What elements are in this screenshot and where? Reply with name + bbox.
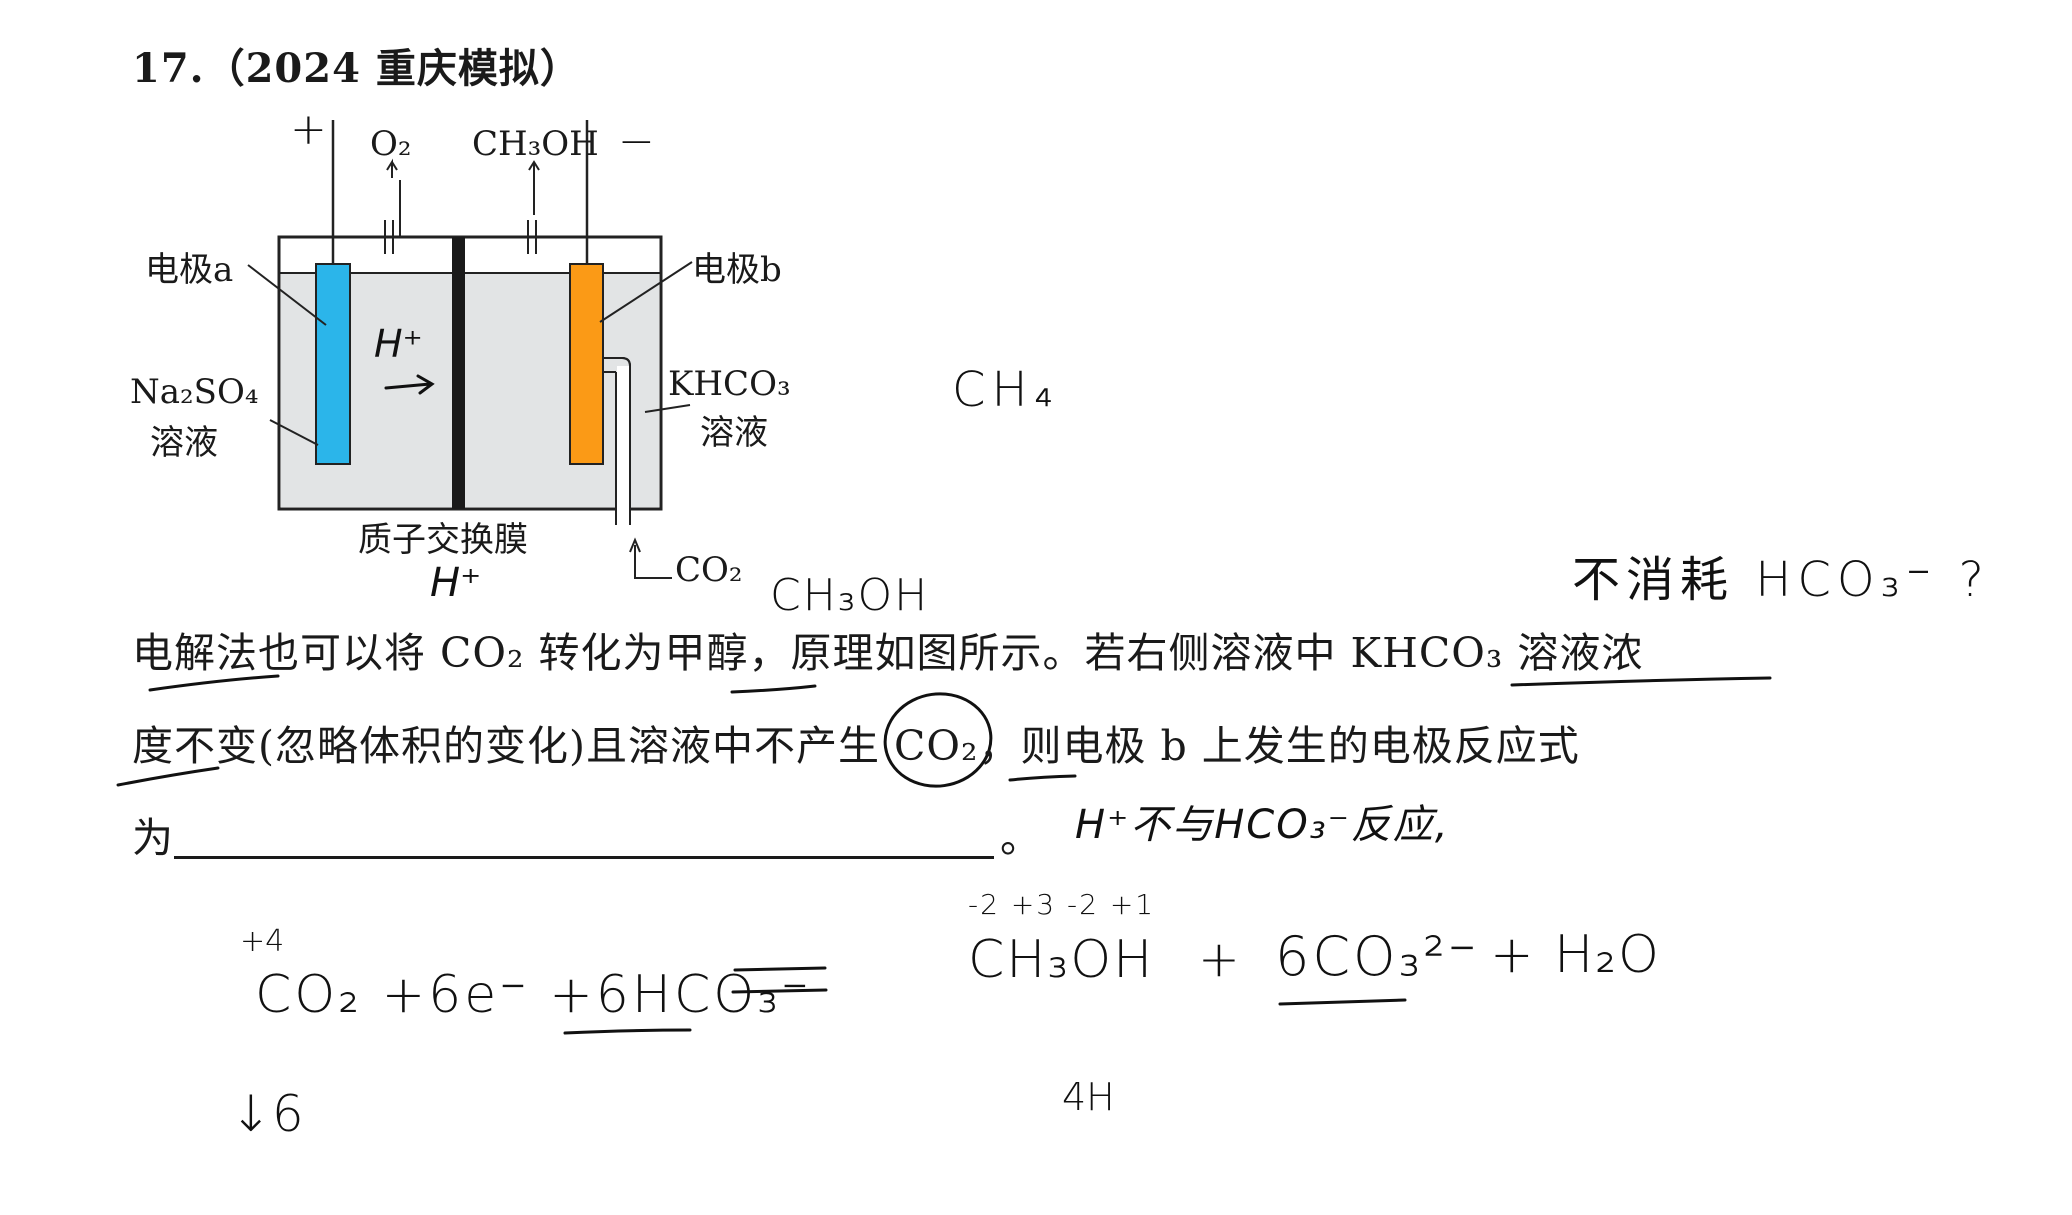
answer-suffix: 。 <box>1000 814 1042 862</box>
equation-product-methanol: CH₃OH <box>968 930 1155 990</box>
underline-electrolysis <box>148 674 280 692</box>
membrane-label: 质子交换膜 <box>358 520 528 560</box>
question-line-2: 度不变(忽略体积的变化)且溶液中不产生 CO₂，则电极 b 上发生的电极反应式 <box>132 722 1580 770</box>
ch3oh-outlet <box>500 160 560 254</box>
underline-co3 <box>1278 998 1407 1006</box>
equation-left-side: CO₂ +6e⁻ +6HCO₃⁻ <box>255 965 812 1025</box>
electrode-a-label: 电极a <box>145 250 234 290</box>
ch3oh-note: CH₃OH <box>770 570 930 621</box>
underline-concentration <box>116 766 220 787</box>
question-number: 17. <box>132 45 205 92</box>
note-below-left: ↓6 <box>230 1085 304 1143</box>
question-line-3: 为。 <box>132 818 1042 859</box>
eq-right-oxidation-states: -2 +3 -2 +1 <box>968 888 1156 921</box>
leader-right-solution <box>644 404 691 413</box>
equals-stroke <box>731 966 828 994</box>
leader-electrode-b <box>599 261 693 323</box>
answer-blank[interactable] <box>174 818 994 859</box>
underline-khco3 <box>1510 676 1772 687</box>
ch3oh-label: CH₃OH <box>472 124 599 164</box>
plus-sign: + <box>290 104 327 155</box>
proton-exchange-membrane <box>452 237 465 509</box>
underline-methanol <box>730 684 817 694</box>
minus-sign: − <box>618 116 655 167</box>
question-source: （2024 重庆模拟） <box>204 45 581 92</box>
ch4-note: CH₄ <box>952 362 1059 418</box>
answer-prefix: 为 <box>132 814 174 862</box>
leader-electrode-a <box>247 264 327 326</box>
note-mid-right: H⁺不与HCO₃⁻反应, <box>1075 802 1450 848</box>
note-top-right: 不消耗 HCO₃⁻ ? <box>1572 552 1990 608</box>
underline-hco3 <box>563 1028 692 1035</box>
h-plus-arrow-stroke <box>384 374 435 395</box>
question-header: 17.（2024 重庆模拟） <box>132 36 581 94</box>
electrode-b-label: 电极b <box>692 250 782 290</box>
question-line-1: 电解法也可以将 CO₂ 转化为甲醇，原理如图所示。若右侧溶液中 KHCO₃ 溶液… <box>132 629 1644 677</box>
eq-left-oxidation-state: +4 <box>240 924 285 959</box>
leader-left-solution <box>269 419 319 446</box>
h-plus-below: H⁺ <box>430 560 482 606</box>
circle-not-produce <box>883 692 993 788</box>
o2-label: O₂ <box>370 124 412 164</box>
co2-inlet-pipe <box>603 357 672 579</box>
equation-plus: + <box>1198 930 1240 988</box>
co2-inlet-label: CO₂ <box>675 550 743 590</box>
electrode-b <box>569 263 604 465</box>
underline-co2 <box>1008 774 1077 782</box>
note-below-right: 4H <box>1062 1075 1115 1119</box>
right-solution-label-1: KHCO₃ <box>668 364 791 404</box>
h-plus-arrow-label: H⁺ <box>374 322 423 366</box>
right-solution-label-2: 溶液 <box>700 413 768 453</box>
container-outline <box>277 235 663 511</box>
equation-product-carbonate: 6CO₃²⁻ <box>1275 925 1480 988</box>
left-solution-label-2: 溶液 <box>150 423 218 463</box>
electrode-a <box>315 263 351 465</box>
equation-product-water: + H₂O <box>1490 925 1661 985</box>
left-solution-label-1: Na₂SO₄ <box>130 372 259 412</box>
o2-outlet <box>368 158 410 254</box>
